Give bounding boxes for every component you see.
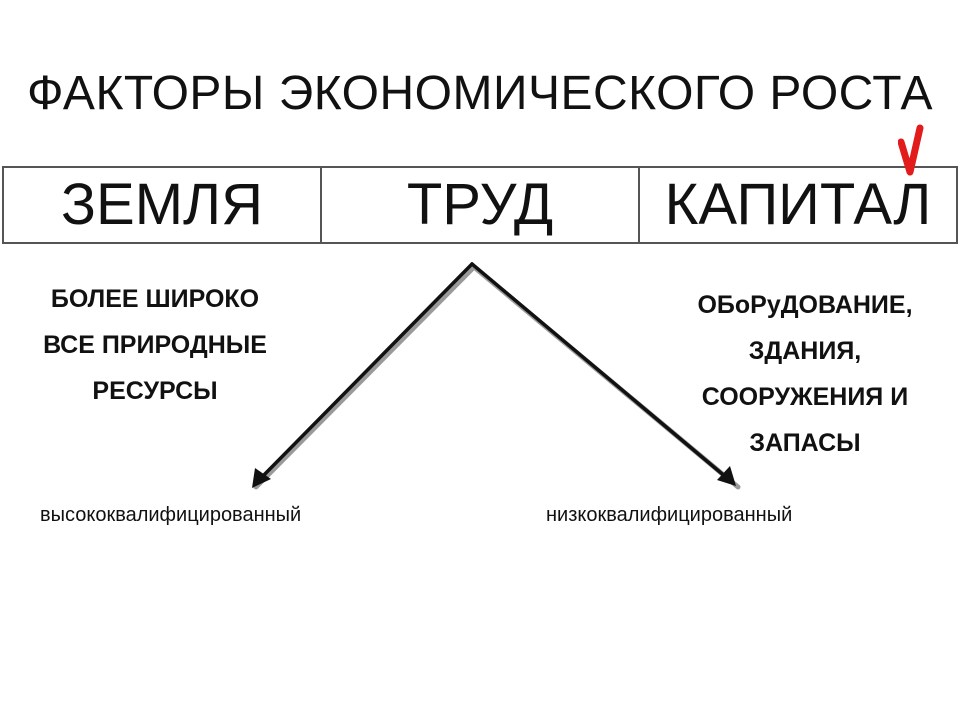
factor-labor: ТРУД [322,168,640,242]
capital-description-line: ЗДАНИЯ, [748,337,862,365]
labor-type-high: высококвалифицированный [40,504,302,526]
arrowhead-right-icon [717,466,736,486]
check-mark-icon [898,124,924,176]
labor-type-low: низкоквалифицированный [546,504,793,526]
arrow-left [258,262,474,481]
capital-description: ОБоРуДОВАНИЕ, ЗДАНИЯ, СООРУЖЕНИЯ И ЗАПАС… [650,282,960,466]
land-description: БОЛЕЕ ШИРОКО ВСЕ ПРИРОДНЫЕ РЕСУРСЫ [0,276,310,414]
slide-title: ФАКТОРЫ ЭКОНОМИЧЕСКОГО РОСТА [26,67,933,120]
arrow-shadow-left [253,264,477,490]
factor-land: ЗЕМЛЯ [4,168,322,242]
arrowhead-left-icon [252,468,271,488]
land-description-line: РЕСУРСЫ [92,377,218,405]
arrow-right [470,262,729,480]
factor-capital: КАПИТАЛ [664,172,932,237]
capital-description-line: СООРУЖЕНИЯ И [701,383,909,411]
land-description-line: БОЛЕЕ ШИРОКО [50,285,260,313]
capital-description-line: ЗАПАСЫ [749,429,861,457]
capital-description-line: ОБоРуДОВАНИЕ, [697,291,913,319]
factors-table: ЗЕМЛЯ ТРУД КАПИТАЛ [2,166,958,244]
land-description-line: ВСЕ ПРИРОДНЫЕ [43,331,267,359]
